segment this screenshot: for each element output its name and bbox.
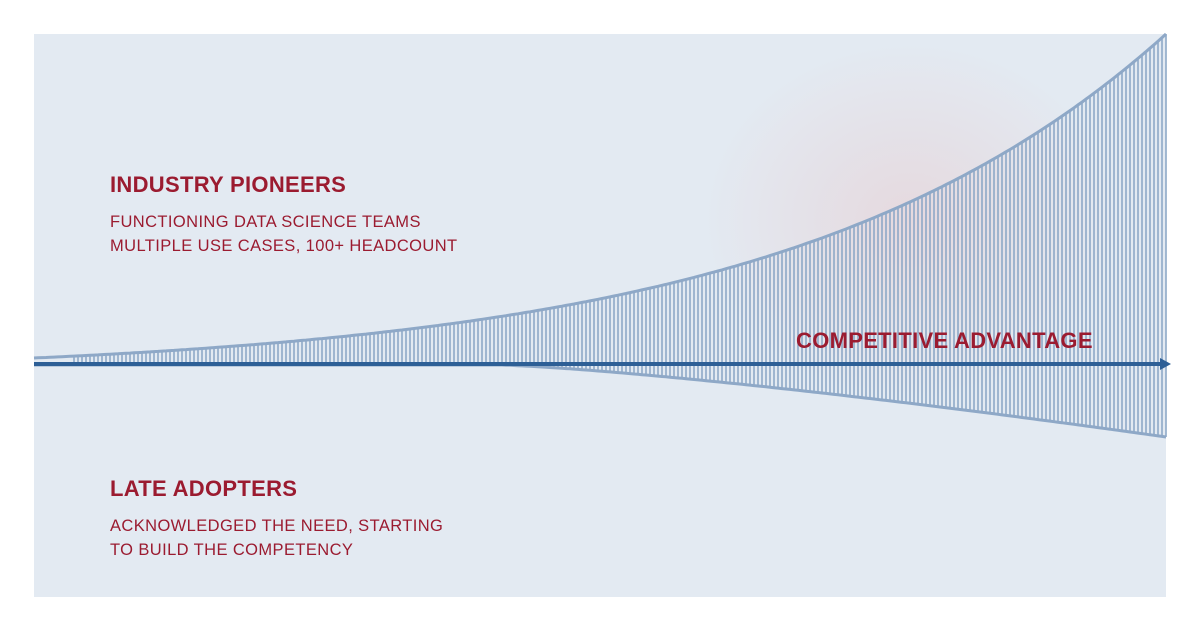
- pioneers-description: FUNCTIONING DATA SCIENCE TEAMS MULTIPLE …: [110, 210, 458, 258]
- lower-curve: [34, 363, 1167, 439]
- late-adopters-line: TO BUILD THE COMPETENCY: [110, 541, 354, 559]
- axis-arrowhead: [1160, 358, 1171, 370]
- pioneers-title: INDUSTRY PIONEERS: [110, 172, 347, 197]
- pioneers-line: MULTIPLE USE CASES, 100+ HEADCOUNT: [110, 237, 458, 255]
- late-adopters-title: LATE ADOPTERS: [110, 476, 298, 501]
- upper-curve: [33, 32, 1168, 360]
- late-adopters-line: ACKNOWLEDGED THE NEED, STARTING: [110, 517, 444, 535]
- pioneers-line: FUNCTIONING DATA SCIENCE TEAMS: [110, 213, 421, 231]
- late-adopters-description: ACKNOWLEDGED THE NEED, STARTING TO BUILD…: [110, 514, 443, 562]
- axis-label: COMPETITIVE ADVANTAGE: [796, 328, 1093, 353]
